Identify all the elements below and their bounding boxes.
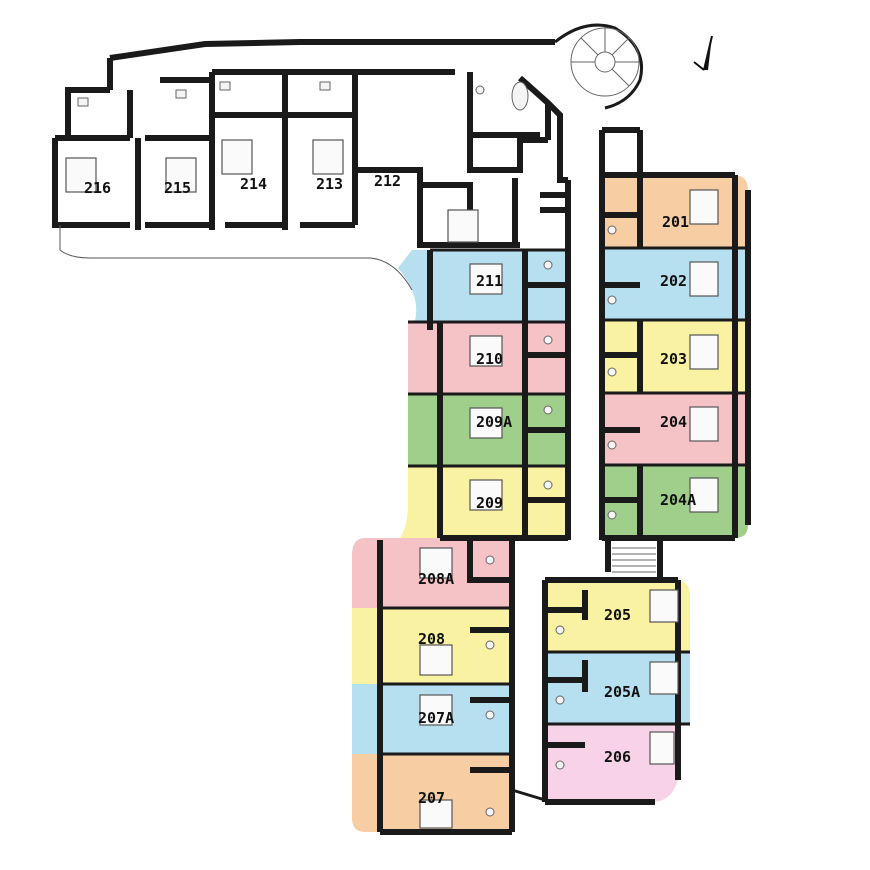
room-label-207: 207 [418,789,445,807]
room-label-203: 203 [660,350,687,368]
bed-icon [469,263,503,295]
toilet-icon [607,225,617,235]
room-label-202: 202 [660,272,687,290]
bed-icon [649,731,675,765]
bed-icon [165,157,197,193]
toilet-icon [555,695,565,705]
room-label-208: 208 [418,630,445,648]
room-label-209A: 209A [476,413,512,431]
bed-icon [689,477,719,513]
bed-icon [221,139,253,175]
room-label-214: 214 [240,175,267,193]
bed-icon [469,479,503,511]
bed-icon [649,661,679,695]
bed-icon [419,694,453,726]
bed-icon [689,406,719,442]
room-label-205: 205 [604,606,631,624]
bed-icon [469,407,503,439]
room-label-207A: 207A [418,709,454,727]
room-label-201: 201 [662,213,689,231]
room-label-208A: 208A [418,570,454,588]
toilet-icon [485,710,495,720]
toilet-icon [543,335,553,345]
sink-icon [219,81,231,91]
bed-icon [689,261,719,297]
outer-walls [52,23,751,835]
room-label-211: 211 [476,272,503,290]
central-corridor [568,130,602,540]
bed-icon [447,209,479,243]
toilet-icon [475,85,485,95]
sink-icon [77,97,89,107]
bed-icon [65,157,97,193]
bed-icon [649,589,679,623]
bed-icon [469,335,503,367]
toilet-icon [543,480,553,490]
bathroom-fixtures [77,81,617,817]
room-label-210: 210 [476,350,503,368]
bathtub-icon [511,81,529,111]
toilet-icon [485,555,495,565]
toilet-icon [555,625,565,635]
room-label-204A: 204A [660,491,696,509]
toilet-icon [607,440,617,450]
toilet-icon [607,367,617,377]
room-label-216: 216 [84,179,111,197]
sink-icon [175,89,187,99]
room-label-212: 212 [374,172,401,190]
room-label-206: 206 [604,748,631,766]
toilet-icon [555,760,565,770]
room-label-204: 204 [660,413,687,431]
toilet-icon [485,807,495,817]
room-labels: 201 202 203 204 204A 205 205A 206 207 20… [84,172,696,807]
toilet-icon [607,510,617,520]
bed-icons [65,139,719,829]
bed-icon [419,799,453,829]
toilet-icon [485,640,495,650]
bed-icon [312,139,344,175]
toilet-icon [607,295,617,305]
room-207-fill[interactable] [352,754,512,832]
sink-icon [319,81,331,91]
spiral-stair-icon [570,27,640,97]
bed-icon [689,189,719,225]
room-label-213: 213 [316,175,343,193]
room-label-205A: 205A [604,683,640,701]
room-201-fill[interactable] [602,175,748,248]
toilet-icon [543,405,553,415]
bed-icon [419,547,453,579]
stair-icon [612,547,656,573]
bed-icon [689,334,719,370]
north-arrow-icon [693,35,713,71]
room-label-209: 209 [476,494,503,512]
toilet-icon [543,260,553,270]
room-label-215: 215 [164,179,191,197]
bed-icon [419,644,453,676]
